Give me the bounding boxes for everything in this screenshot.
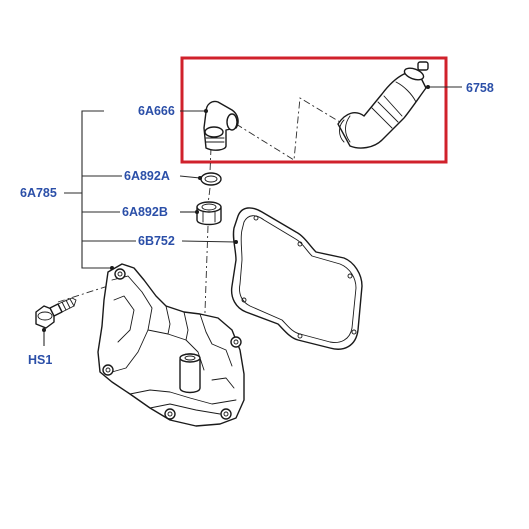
breather-tube: [337, 61, 430, 149]
retaining-clip: [195, 201, 222, 226]
gasket: [230, 207, 363, 350]
bolt: [35, 297, 77, 332]
callout-6A892B: 6A892B: [122, 205, 168, 219]
oil-separator-housing: [97, 263, 245, 427]
callout-HS1: HS1: [28, 353, 52, 367]
elbow-connector: [203, 100, 239, 151]
callout-6A892A: 6A892A: [124, 169, 170, 183]
highlight-box: [180, 56, 448, 164]
leader-lines: [43, 86, 462, 346]
callout-6B752: 6B752: [138, 234, 175, 248]
callout-6A666: 6A666: [138, 104, 175, 118]
o-ring: [198, 172, 222, 186]
callout-6A785: 6A785: [20, 186, 57, 200]
callout-6758: 6758: [466, 81, 494, 95]
